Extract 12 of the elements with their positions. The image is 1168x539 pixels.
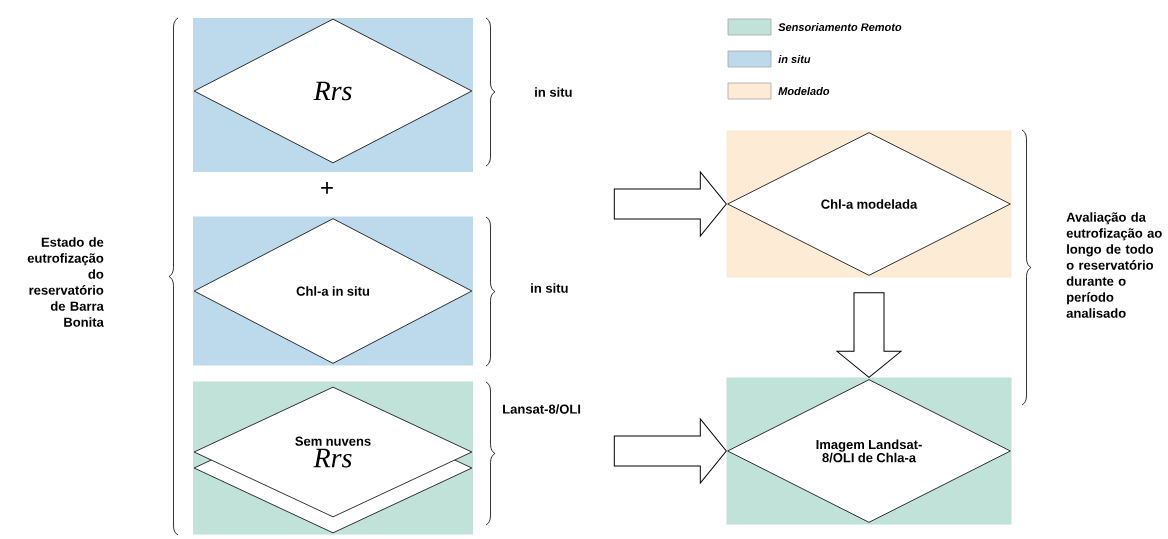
text-label: Estado de eutrofização do reservatório de Barra Bonita — [27, 237, 104, 327]
block-arrow — [836, 292, 902, 378]
legend-label: in situ — [778, 54, 811, 64]
text-label: in situ — [535, 87, 572, 97]
block-arrow — [613, 171, 727, 237]
plus-sign: + — [321, 182, 333, 194]
text-label: in situ — [531, 283, 568, 293]
block-arrow — [613, 418, 727, 484]
legend-label: Sensoriamento Remoto — [778, 22, 902, 32]
text-label: Avaliação da eutrofização ao longo de todo o reservatório durante o período analisado — [1066, 212, 1162, 318]
text-label: Lansat-8/OLI — [503, 404, 581, 414]
legend-label: Modelado — [778, 86, 830, 96]
